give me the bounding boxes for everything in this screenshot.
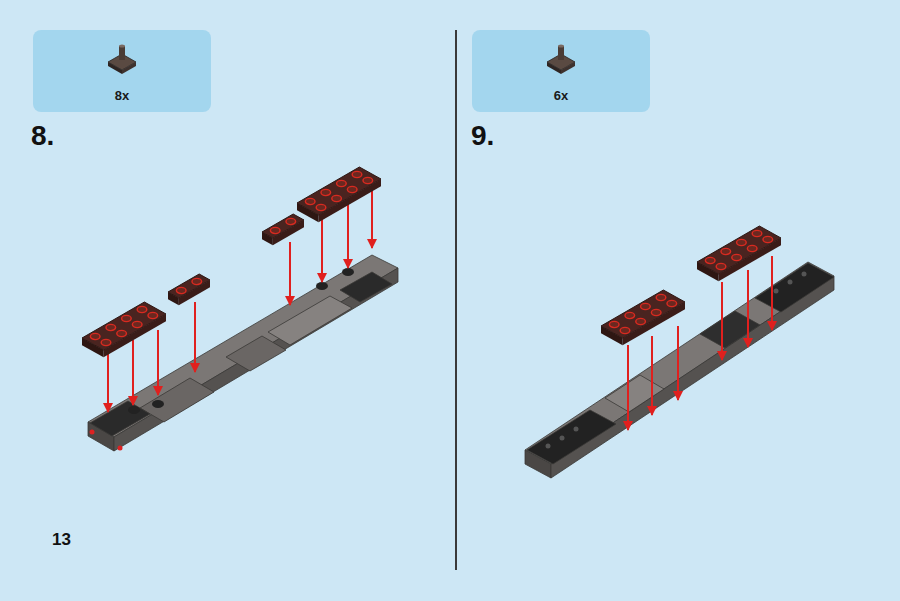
step-number: 9.	[471, 120, 494, 152]
part-icon	[33, 30, 211, 80]
part-icon	[472, 30, 650, 80]
page-number: 13	[52, 530, 71, 550]
part-callout-box: 8x	[33, 30, 211, 112]
quantity-label: 6x	[472, 88, 650, 103]
quantity-label: 8x	[33, 88, 211, 103]
part-callout-box: 6x	[472, 30, 650, 112]
step-number: 8.	[31, 120, 54, 152]
